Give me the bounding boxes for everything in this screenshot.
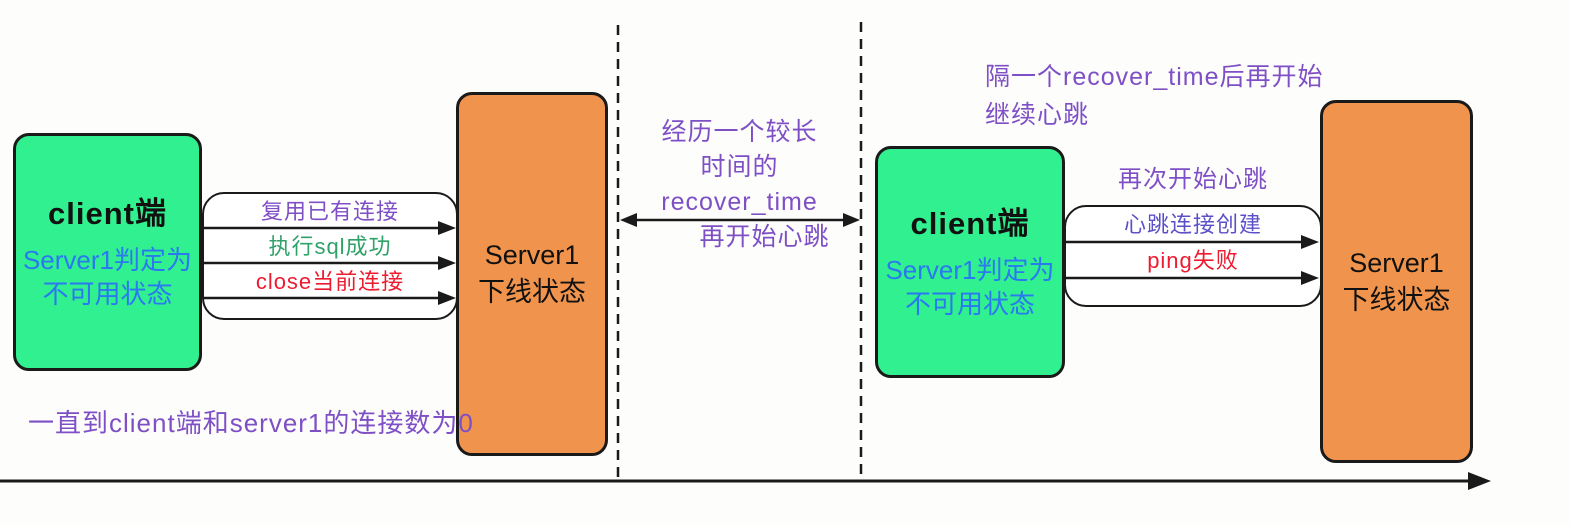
resume-heartbeat-note-line2: 继续心跳 <box>985 101 1090 129</box>
client-node-title: client端 <box>910 206 1030 241</box>
message-label-sql-success: 执行sql成功 <box>268 234 392 259</box>
recover-time-annotation: 经历一个较长 时间的 recover_time 再开始心跳 <box>618 115 861 255</box>
connection-drain-footnote: 一直到client端和server1的连接数为0 <box>28 408 474 438</box>
resume-heartbeat-note: 隔一个recover_time后再开始 继续心跳 <box>985 58 1405 134</box>
server-node-state: 下线状态 <box>1342 284 1451 315</box>
client-node-status-line1: Server1判定为 <box>885 255 1055 285</box>
arrow-reuse-connection <box>203 221 456 235</box>
client-node-title: client端 <box>48 196 167 231</box>
arrow-ping-fail <box>1065 271 1319 285</box>
resume-heartbeat-note-line1: 隔一个recover_time后再开始 <box>985 63 1324 91</box>
recover-time-line4: 再开始心跳 <box>699 223 830 251</box>
timeline-axis <box>0 472 1491 490</box>
client-node-phase1: client端 Server1判定为 不可用状态 <box>13 133 202 371</box>
message-label-close-connection: close当前连接 <box>255 269 405 294</box>
message-label-reuse-connection: 复用已有连接 <box>260 199 399 224</box>
arrow-close-connection <box>203 291 456 305</box>
recover-time-line3: recover_time <box>661 188 818 216</box>
restart-heartbeat-label: 再次开始心跳 <box>1118 166 1268 193</box>
message-panel-phase2 <box>1064 205 1322 307</box>
message-label-ping-fail: ping失败 <box>1147 248 1239 273</box>
client-node-status-line2: 不可用状态 <box>42 279 173 309</box>
recover-time-line1: 经历一个较长 <box>661 118 818 146</box>
arrow-sql-success <box>203 256 456 270</box>
client-node-status-line2: 不可用状态 <box>904 289 1035 319</box>
message-label-heartbeat-create: 心跳连接创建 <box>1123 212 1262 237</box>
client-node-phase2: client端 Server1判定为 不可用状态 <box>875 146 1065 378</box>
server-node-name: Server1 <box>1349 247 1444 278</box>
server-node-phase2: Server1 下线状态 <box>1320 100 1473 463</box>
server-node-name: Server1 <box>484 240 580 270</box>
arrow-recover-time-span <box>620 213 860 227</box>
arrow-heartbeat-create <box>1065 235 1319 249</box>
server-node-state: 下线状态 <box>478 277 586 307</box>
client-node-status-line1: Server1判定为 <box>22 245 193 275</box>
recover-time-line2: 时间的 <box>700 153 779 181</box>
